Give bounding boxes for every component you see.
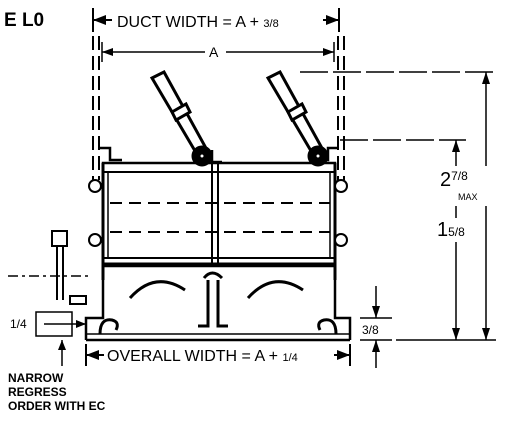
inner-width-dimension: A: [101, 42, 335, 62]
height-inner-fraction: 5/8: [448, 225, 465, 239]
note-line-1: NARROW: [8, 371, 64, 385]
louver-blade-left: [149, 70, 213, 167]
overall-width-label: OVERALL WIDTH = A +: [107, 348, 282, 365]
lower-frame: [84, 266, 352, 342]
height-max-whole: 2: [440, 169, 451, 191]
height-max-note: MAX: [458, 192, 478, 202]
lower-deflectors: [128, 271, 304, 300]
flange-dimension: 3/8: [360, 286, 392, 368]
duct-width-fraction: 3/8: [263, 18, 278, 30]
height-inner-whole: 1: [437, 219, 448, 241]
side-bracket: [8, 230, 88, 305]
overall-width-fraction: 1/4: [282, 352, 297, 364]
height-max-fraction: 7/8: [451, 169, 468, 183]
height-dimensions: 27/8 MAX 15/8: [300, 71, 498, 341]
svg-text:DUCT WIDTH = A + 3/8: DUCT WIDTH = A + 3/8: [117, 14, 279, 31]
note-line-2: REGRESS: [8, 385, 67, 399]
model-code: E L0: [4, 10, 44, 31]
upper-clips: [100, 146, 338, 164]
duct-side-lines: [92, 36, 345, 180]
louver-blade-right: [265, 70, 329, 167]
side-quarter-dimension: 1/4: [10, 311, 86, 366]
flange-label: 3/8: [362, 323, 379, 337]
svg-text:15/8: 15/8: [437, 219, 465, 241]
side-quarter-label: 1/4: [10, 317, 27, 331]
svg-text:OVERALL WIDTH = A + 1/4: OVERALL WIDTH = A + 1/4: [107, 348, 298, 365]
svg-text:27/8: 27/8: [440, 169, 468, 191]
overall-width-dimension: OVERALL WIDTH = A + 1/4: [85, 344, 351, 366]
note-line-3: ORDER WITH EC: [8, 399, 106, 413]
inner-width-label: A: [209, 44, 219, 60]
duct-width-dimension: DUCT WIDTH = A + 3/8: [92, 8, 340, 32]
damper-frame: [101, 161, 337, 280]
order-note: NARROW REGRESS ORDER WITH EC: [8, 371, 106, 413]
side-screws: [88, 179, 348, 247]
duct-width-label: DUCT WIDTH = A +: [117, 14, 263, 31]
